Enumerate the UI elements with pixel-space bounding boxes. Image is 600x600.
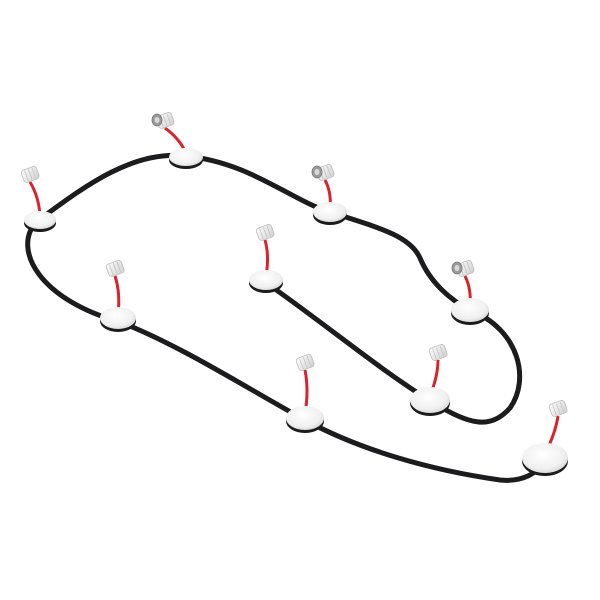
spotlight-unit bbox=[451, 260, 489, 325]
white-base-disc bbox=[169, 148, 203, 166]
white-base-disc bbox=[24, 211, 56, 229]
spot-fin bbox=[466, 261, 472, 273]
spotlight-unit bbox=[311, 164, 347, 225]
spot-fin bbox=[432, 348, 437, 360]
spot-fin bbox=[27, 169, 33, 180]
spot-fin bbox=[116, 261, 122, 273]
white-base-disc bbox=[313, 202, 347, 222]
cable bbox=[262, 279, 523, 425]
spot-lens-inner bbox=[154, 117, 160, 123]
spot-fin bbox=[259, 228, 264, 240]
cable bbox=[25, 219, 548, 483]
spot-fin bbox=[31, 167, 37, 179]
spot-fin bbox=[302, 357, 308, 368]
spot-fin bbox=[162, 115, 168, 126]
spot-lens-inner bbox=[454, 265, 460, 271]
spot-fin bbox=[24, 170, 29, 182]
cable bbox=[33, 152, 473, 313]
spotlight-unit bbox=[100, 260, 136, 332]
spot-fin bbox=[109, 264, 114, 276]
white-base-disc bbox=[249, 270, 283, 290]
spot-fin bbox=[462, 263, 468, 274]
spot-fin bbox=[326, 165, 332, 177]
white-base-disc bbox=[286, 406, 324, 430]
white-base-disc bbox=[100, 307, 136, 329]
spot-fin bbox=[299, 358, 304, 370]
spot-fin bbox=[552, 404, 557, 416]
white-base-disc bbox=[410, 387, 450, 413]
spot-fin bbox=[439, 345, 445, 357]
spot-fin bbox=[306, 355, 312, 367]
spot-fin bbox=[555, 403, 561, 414]
spot-fin bbox=[322, 167, 328, 178]
spotlight-unit bbox=[20, 166, 56, 232]
spotlight-unit bbox=[410, 344, 450, 416]
spotlight-unit bbox=[522, 400, 568, 476]
spotlight-unit bbox=[151, 112, 203, 169]
spot-fin bbox=[166, 113, 172, 125]
red-stem bbox=[28, 181, 42, 217]
spotlight-unit bbox=[249, 224, 283, 293]
spot-fin bbox=[112, 263, 118, 274]
spot-lens-inner bbox=[314, 169, 320, 175]
spot-fin bbox=[262, 227, 268, 238]
spot-fin bbox=[435, 347, 441, 358]
white-base-disc bbox=[451, 298, 489, 322]
white-base-disc bbox=[522, 443, 568, 473]
spot-fin bbox=[266, 225, 272, 237]
spotlight-unit bbox=[286, 354, 324, 433]
spot-fin bbox=[559, 401, 565, 413]
